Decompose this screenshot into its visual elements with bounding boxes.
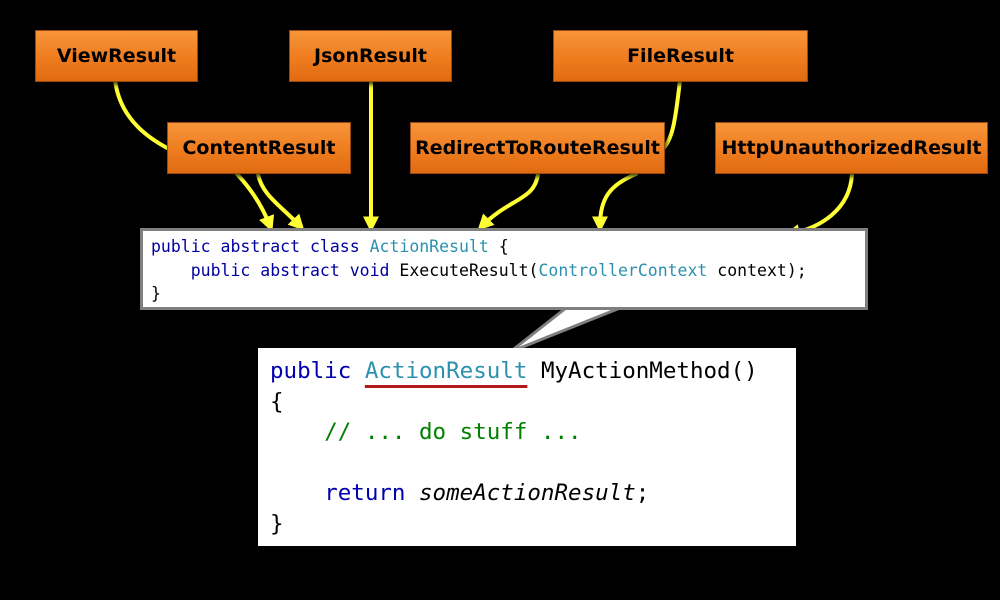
return-type-actionresult: ActionResult xyxy=(364,358,528,384)
action-method-code: public ActionResult MyActionMethod() { /… xyxy=(258,348,796,546)
fileresult-box: FileResult xyxy=(553,30,808,82)
arrow-contentresult-1 xyxy=(235,172,275,232)
keyword-public: public xyxy=(151,237,211,256)
contentresult-label: ContentResult xyxy=(182,137,336,159)
class-close-line: } xyxy=(151,282,857,306)
httpunauthorizedresult-label: HttpUnauthorizedResult xyxy=(721,137,982,159)
blank-line xyxy=(270,448,784,479)
method-name: MyActionMethod() xyxy=(540,358,758,384)
do-stuff-comment: // ... do stuff ... xyxy=(324,419,582,445)
method-executeresult: ExecuteResult( xyxy=(399,260,539,280)
type-actionresult: ActionResult xyxy=(369,237,489,256)
keyword-void: void xyxy=(349,260,390,280)
redirecttorouteresult-label: RedirectToRouteResult xyxy=(415,137,660,159)
execute-result-line: public abstract void ExecuteResult(Contr… xyxy=(151,259,857,283)
type-controllercontext: ControllerContext xyxy=(538,260,708,280)
actionresult-class-code: public abstract class ActionResult { pub… xyxy=(140,228,868,310)
method-open-brace: { xyxy=(270,388,284,415)
comment-line: // ... do stuff ... xyxy=(270,417,784,448)
class-close-brace: } xyxy=(151,284,161,303)
arrow-httpunauthorizedresult xyxy=(783,172,854,240)
class-open-brace: { xyxy=(488,237,509,256)
keyword-public: public xyxy=(270,358,352,384)
param-context: context); xyxy=(707,260,807,280)
keyword-abstract: abstract xyxy=(260,260,340,280)
keyword-return: return xyxy=(324,480,406,506)
jsonresult-box: JsonResult xyxy=(289,30,452,82)
fileresult-label: FileResult xyxy=(627,45,734,67)
method-signature-line: public ActionResult MyActionMethod() xyxy=(270,356,784,387)
jsonresult-label: JsonResult xyxy=(314,45,427,67)
class-declaration-line: public abstract class ActionResult { xyxy=(151,235,857,259)
keyword-class: class xyxy=(309,237,360,256)
redirecttorouteresult-box: RedirectToRouteResult xyxy=(410,122,665,174)
return-line: return someActionResult; xyxy=(270,478,784,509)
arrow-redirecttorouteresult xyxy=(477,172,540,231)
contentresult-box: ContentResult xyxy=(167,122,351,174)
keyword-public: public xyxy=(190,260,251,280)
keyword-abstract: abstract xyxy=(220,237,301,256)
arrow-fileresult-lower xyxy=(592,172,638,233)
return-value: someActionResult xyxy=(419,480,636,506)
httpunauthorizedresult-box: HttpUnauthorizedResult xyxy=(715,122,988,174)
return-semicolon: ; xyxy=(635,480,650,506)
arrow-viewresult xyxy=(113,78,177,154)
method-close-brace: } xyxy=(270,510,284,537)
viewresult-label: ViewResult xyxy=(56,45,177,67)
speech-callout-tail xyxy=(508,306,622,354)
viewresult-box: ViewResult xyxy=(35,30,198,82)
arrow-contentresult-2 xyxy=(256,172,305,231)
